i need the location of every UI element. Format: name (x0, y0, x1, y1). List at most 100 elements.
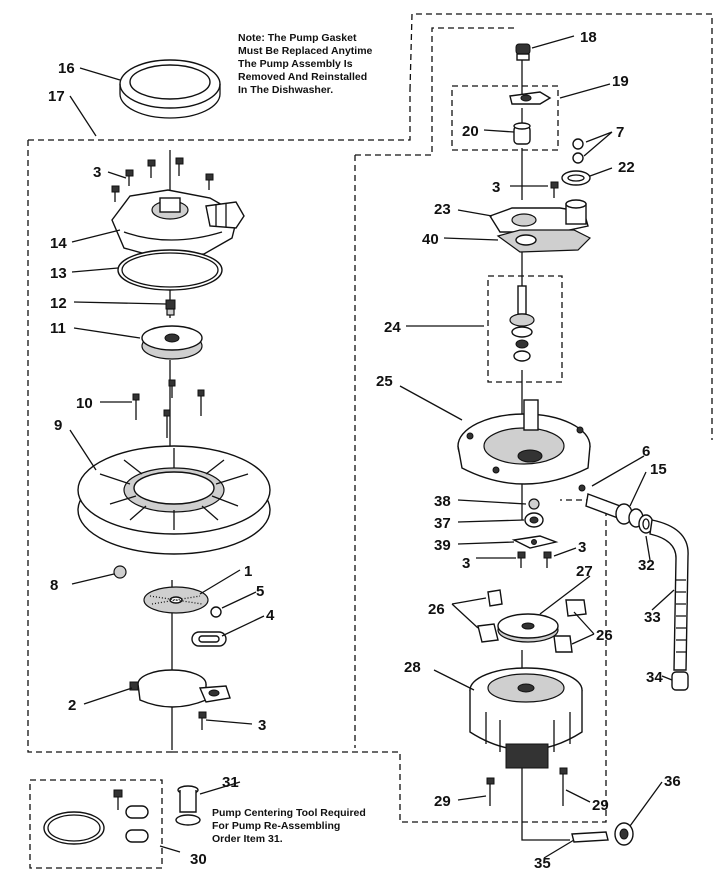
part-27-fan-blade (497, 613, 559, 643)
part-25-pump-chamber (457, 399, 591, 485)
part-29-bolts (486, 767, 568, 806)
part-10-screws (132, 379, 205, 438)
callout-30: 30 (190, 851, 207, 868)
part-35-pin (571, 831, 609, 843)
callout-38: 38 (434, 493, 451, 510)
part-23-manifold-cover (488, 199, 589, 233)
part-11-impeller (141, 325, 203, 360)
callout-26: 26 (596, 627, 613, 644)
callout-23: 23 (434, 201, 451, 218)
part-33-drain-hose (649, 519, 689, 671)
part-1-filter-screen (143, 586, 209, 614)
callout-15: 15 (650, 461, 667, 478)
part-34-hose-end (671, 671, 689, 691)
callout-7: 7 (616, 124, 624, 141)
note-gasket-line3: The Pump Assembly Is (238, 58, 353, 70)
callout-3: 3 (492, 179, 500, 196)
callout-40: 40 (422, 231, 439, 248)
callout-33: 33 (644, 609, 661, 626)
part-8-plug (113, 565, 127, 579)
callout-32: 32 (638, 557, 655, 574)
callout-36: 36 (664, 773, 681, 790)
callout-11: 11 (50, 320, 66, 337)
note-tool-line2: For Pump Re-Assembling (212, 820, 340, 832)
boundary-inner-column (354, 27, 514, 748)
part-20-valve-plunger (513, 122, 531, 145)
part-6-washer (578, 484, 586, 492)
callout-6: 6 (642, 443, 650, 460)
part-9-pump-base (77, 445, 271, 555)
part-7-ball-a (572, 138, 584, 150)
boundary-30 (29, 779, 163, 869)
part-18-grommet (515, 43, 531, 61)
part-7-ball-b (572, 152, 584, 164)
note-tool-line1: Pump Centering Tool Required (212, 807, 366, 819)
callout-26: 26 (428, 601, 445, 618)
note-gasket-line4: Removed And Reinstalled (238, 71, 367, 83)
centerline-right (521, 44, 570, 841)
callout-35: 35 (534, 855, 551, 872)
part-3-screw-lower-left (198, 711, 207, 730)
leader-lines (69, 35, 675, 859)
part-24-seal-kit (509, 285, 535, 362)
callout-8: 8 (50, 577, 58, 594)
part-5-ball (210, 606, 222, 618)
part-2-lower-housing (129, 669, 231, 708)
callout-29: 29 (434, 793, 451, 810)
boundary-19 (451, 85, 559, 151)
callout-3: 3 (258, 717, 266, 734)
callout-5: 5 (256, 583, 264, 600)
part-37-seal (524, 512, 544, 528)
part-36-coupling (614, 822, 634, 846)
note-tool-line3: Order Item 31. (212, 833, 283, 845)
callout-9: 9 (54, 417, 62, 434)
note-gasket-line5: In The Dishwasher. (238, 84, 333, 96)
part-4-seal (191, 631, 227, 647)
callout-13: 13 (50, 265, 67, 282)
part-3-screws-right-middle (517, 551, 552, 568)
part-38-washer (528, 498, 540, 510)
callout-10: 10 (76, 395, 93, 412)
part-13-o-ring (117, 249, 223, 291)
part-14-pump-housing (111, 189, 245, 259)
part-16-pump-gasket (119, 59, 221, 119)
callout-1: 1 (244, 563, 252, 580)
callout-27: 27 (576, 563, 593, 580)
callout-18: 18 (580, 29, 597, 46)
callout-34: 34 (646, 669, 663, 686)
part-30-gasket-kit (43, 789, 149, 845)
callout-2: 2 (68, 697, 76, 714)
callout-24: 24 (384, 319, 401, 336)
callout-12: 12 (50, 295, 67, 312)
note-gasket-line2: Must Be Replaced Anytime (238, 45, 373, 57)
callout-29: 29 (592, 797, 609, 814)
part-40-gasket (496, 229, 592, 253)
part-26-mounts (477, 589, 587, 653)
boundary-17 (27, 13, 713, 823)
callout-37: 37 (434, 515, 451, 532)
callout-25: 25 (376, 373, 393, 390)
callout-16: 16 (58, 60, 75, 77)
part-31-centering-tool (175, 785, 201, 826)
callout-3: 3 (93, 164, 101, 181)
part-32-clamp (638, 514, 654, 534)
callout-31: 31 (222, 774, 239, 791)
callout-3: 3 (578, 539, 586, 556)
boundary-24 (487, 275, 563, 383)
part-28-motor (469, 667, 583, 769)
part-22-seal (561, 170, 591, 186)
part-39-bracket (511, 535, 559, 549)
part-3-screw-right-top (550, 181, 559, 198)
callout-39: 39 (434, 537, 451, 554)
callout-14: 14 (50, 235, 67, 252)
callout-22: 22 (618, 159, 635, 176)
callout-3: 3 (462, 555, 470, 572)
part-3-screws-top (111, 157, 214, 202)
part-15-drain-fitting (585, 493, 644, 528)
note-gasket-line1: Note: The Pump Gasket (238, 32, 357, 44)
callout-17: 17 (48, 88, 65, 105)
part-19-valve (509, 91, 552, 105)
callout-4: 4 (266, 607, 275, 624)
